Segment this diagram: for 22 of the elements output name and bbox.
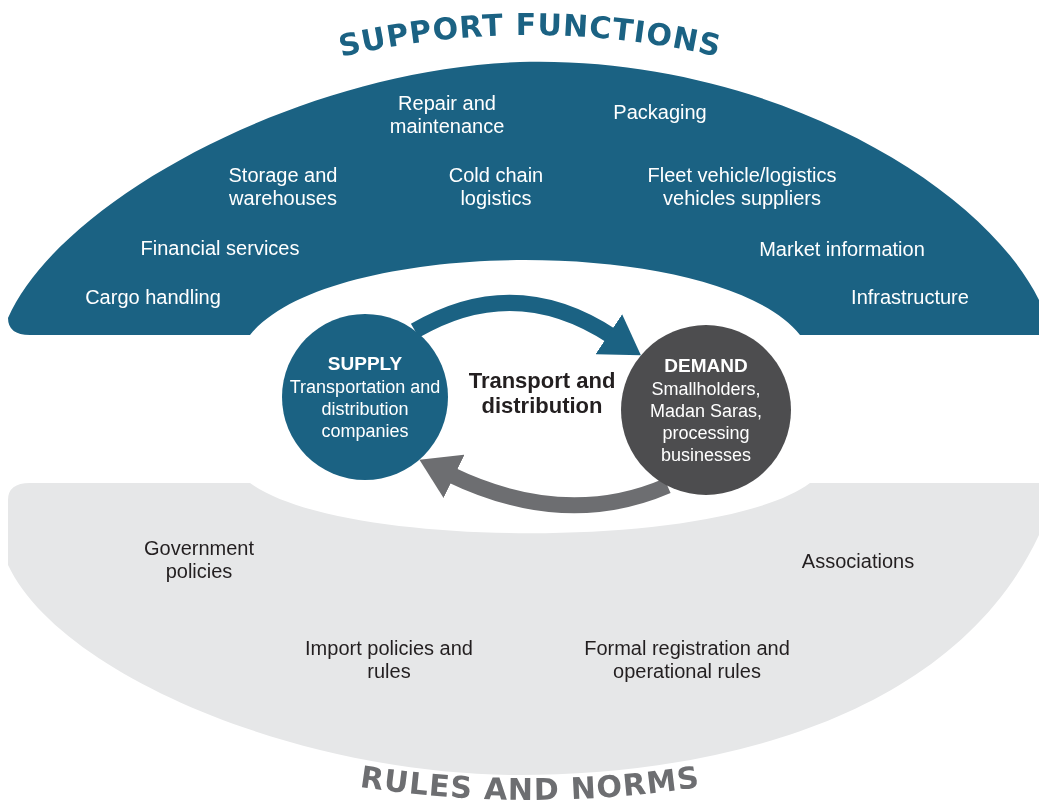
item-label: Infrastructure xyxy=(850,286,970,309)
curved-arrow xyxy=(419,454,671,514)
item-label: Fleet vehicle/logistics vehicles suppliers xyxy=(646,164,838,210)
item-label: Storage and warehouses xyxy=(227,164,339,210)
item-label: Financial services xyxy=(139,237,301,260)
item-label: Market information xyxy=(758,238,926,261)
item-label: Formal registration and operational rules xyxy=(583,637,791,683)
item-label: Associations xyxy=(800,550,916,573)
center-label: Transport and distribution xyxy=(467,368,617,418)
circle-text: Transportation and distribution companies xyxy=(288,376,442,442)
item-label: Repair and maintenance xyxy=(388,92,506,138)
item-label: Government policies xyxy=(142,537,256,583)
band-title: RULES AND NORMS xyxy=(358,759,702,808)
circle-heading: DEMAND xyxy=(663,354,749,378)
circle-heading: SUPPLY xyxy=(326,352,404,376)
item-label: Cargo handling xyxy=(84,286,222,309)
curved-arrow xyxy=(411,294,642,355)
item-label: Packaging xyxy=(612,101,708,124)
item-label: Import policies and rules xyxy=(304,637,474,683)
item-label: Cold chain logistics xyxy=(447,164,545,210)
band-title: SUPPORT FUNCTIONS xyxy=(335,6,725,64)
circle-text: Smallholders, Madan Saras, processing businesses xyxy=(648,378,764,466)
